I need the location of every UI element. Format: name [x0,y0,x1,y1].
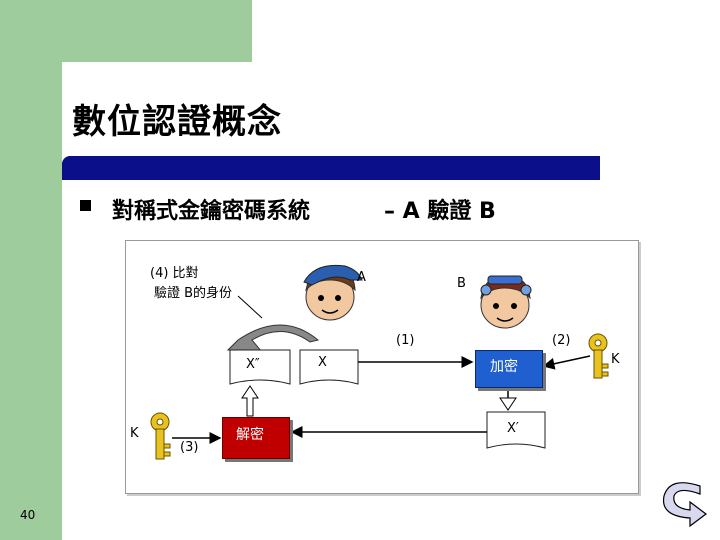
decrypt-to-xdoubleprime-arrow [241,385,259,417]
x-document [299,349,359,385]
label-b: B [457,276,466,291]
step4-label-line1: (4) 比對 [150,266,199,281]
x-double-prime-label: X″ [246,357,260,372]
step2-label: (2) [552,333,571,348]
x-prime-document [486,411,546,449]
bullet-icon [80,200,91,211]
key-right-label: K [611,352,620,367]
return-nav-icon[interactable] [662,482,707,528]
encrypt-label: 加密 [490,359,518,375]
key-left-label: K [130,426,139,441]
person-a-icon [303,264,363,321]
key-left-icon [150,412,171,460]
encrypt-box [475,350,543,388]
person-b-icon [480,275,532,329]
slide-accent-left [0,0,62,540]
step2-arrow [542,355,591,370]
step1-label: (1) [396,333,415,348]
bullet-suffix: – A 驗證 B [384,199,496,224]
x-double-prime-document [229,349,291,385]
decrypt-label: 解密 [236,427,264,443]
x-prime-label: X′ [507,421,519,436]
decrypt-box [222,417,290,459]
page-number: 40 [20,508,36,522]
step4-label-line2: 驗證 B的身份 [154,286,233,301]
step4-pointer-line [237,295,263,319]
step3-label: (3) [180,440,199,455]
slide-title: 數位認證概念 [72,102,282,142]
key-right-icon [588,333,609,379]
compare-curved-arrow [226,324,320,353]
title-underline-bar [62,156,600,180]
label-a: A [357,270,366,285]
x-label: X [318,355,327,370]
bullet-text: 對稱式金鑰密碼系統 [112,199,311,224]
